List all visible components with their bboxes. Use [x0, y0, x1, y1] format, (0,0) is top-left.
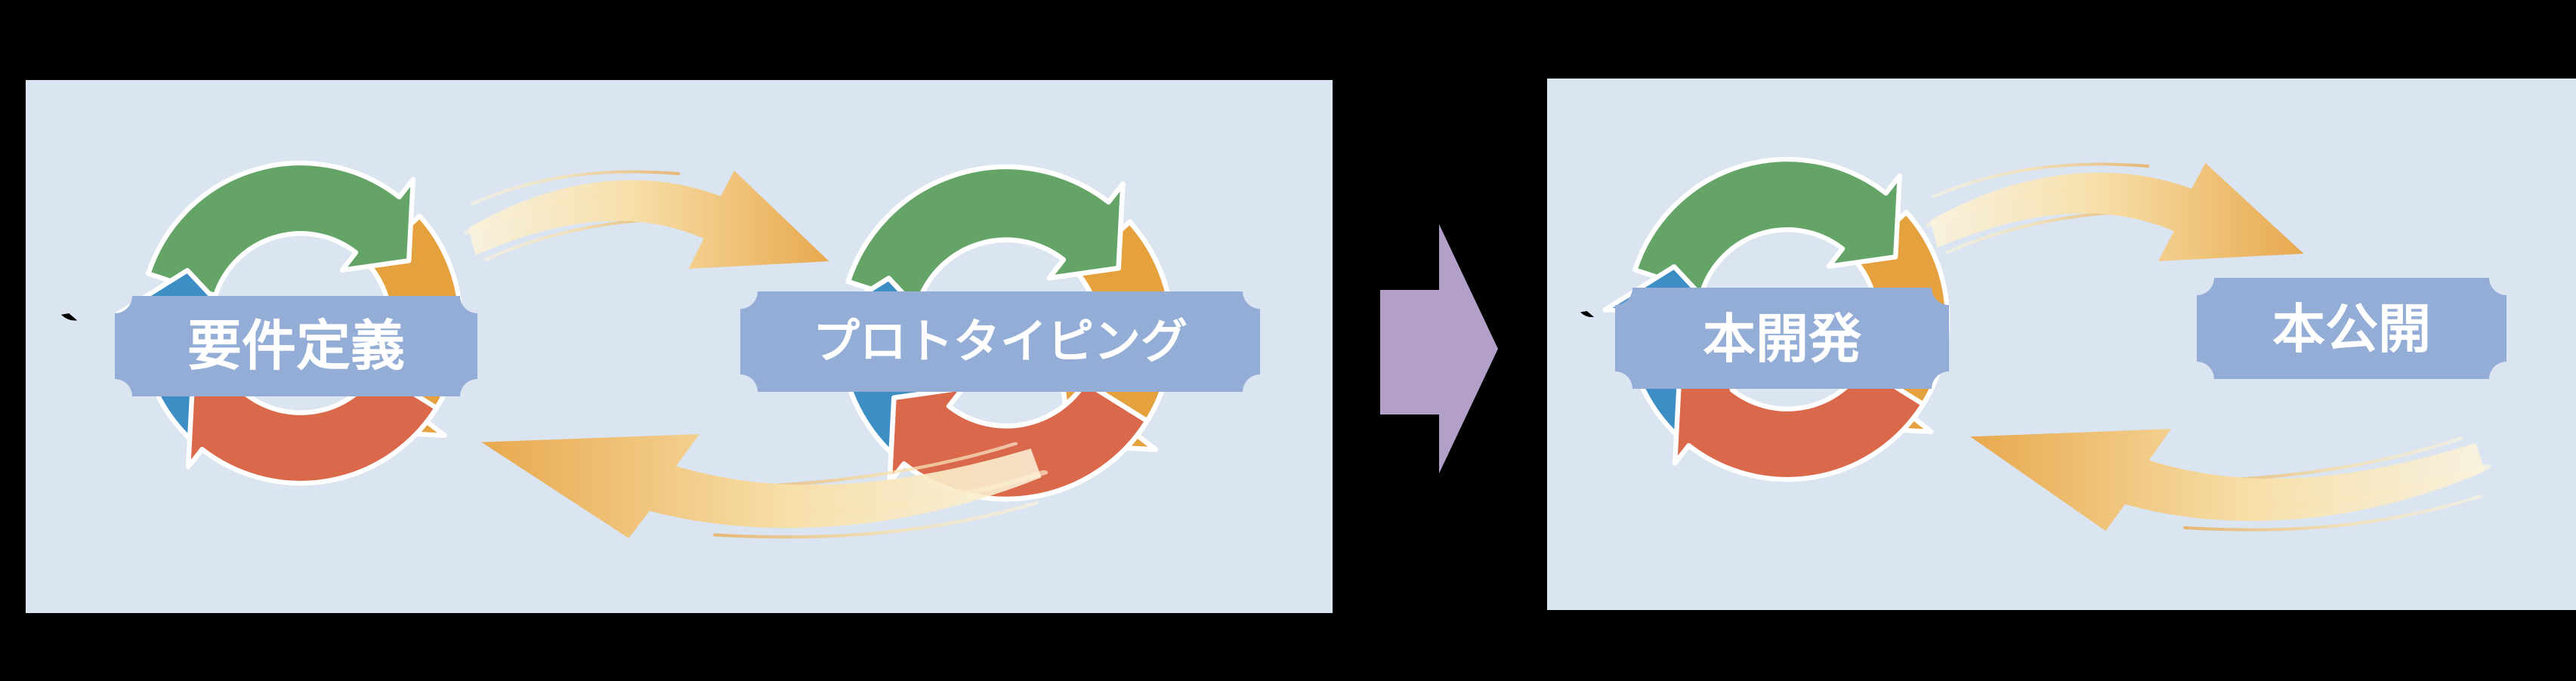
plaque-shape: [2197, 278, 2507, 379]
forward-swoosh-arrow-icon: [1929, 163, 2303, 261]
forward-swoosh-arrow-icon: [467, 171, 829, 269]
plaque-shape: [740, 291, 1260, 392]
stage-plaque: 本公開: [2197, 278, 2507, 379]
return-swoosh-arrow-icon: [1970, 429, 2488, 531]
stage-label: 本開発: [1703, 310, 1862, 368]
stage-plaque: 要件定義: [115, 296, 477, 396]
tick-mark-icon: [61, 313, 78, 321]
plaque-shape: [115, 296, 477, 396]
stage-plaque: プロトタイピング: [740, 291, 1260, 392]
stage-label: 要件定義: [187, 316, 405, 377]
plaque-shape: [1615, 288, 1949, 389]
stage-label: 本公開: [2272, 300, 2431, 359]
stage-plaque: 本開発: [1615, 288, 1949, 389]
tick-mark-icon: [1580, 311, 1594, 318]
transition-arrow-icon: [1380, 224, 1498, 473]
stage-label: プロトタイピング: [813, 316, 1188, 368]
